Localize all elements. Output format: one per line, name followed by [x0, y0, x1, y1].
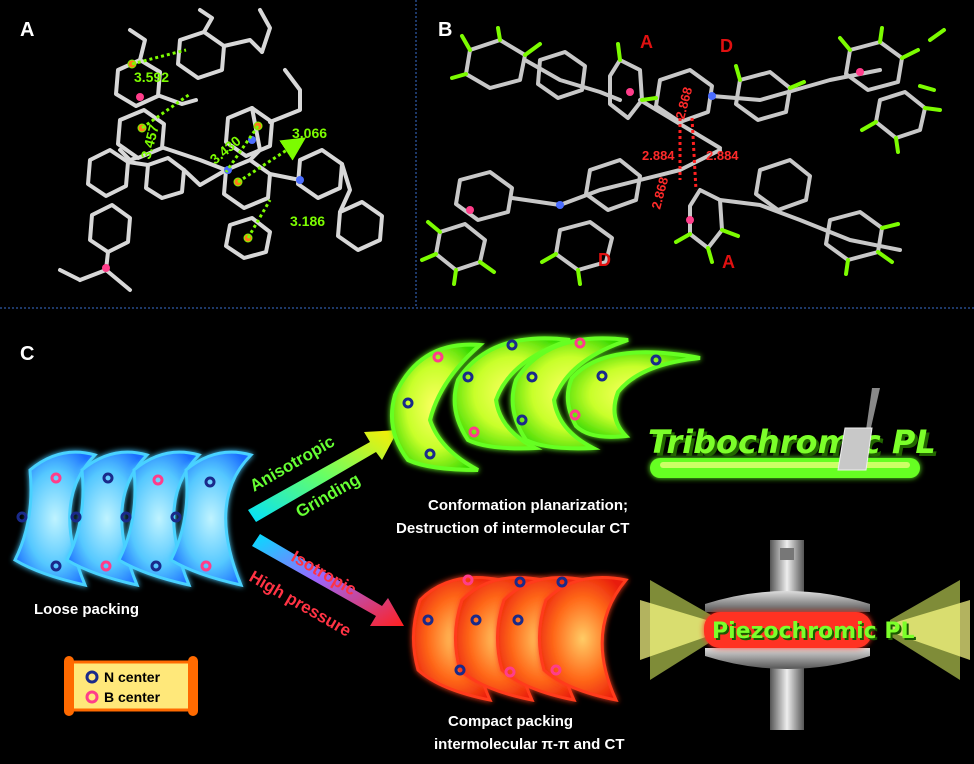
pressure-arrow	[252, 534, 404, 626]
planarization-caption-line1: Conformation planarization;	[428, 497, 628, 514]
distance-label: 2.884	[642, 148, 675, 163]
loose-packing-boomerangs	[13, 450, 254, 588]
n-center-marker-icon	[85, 670, 99, 684]
panel-a-contacts	[131, 48, 307, 239]
distance-label: 3.186	[290, 213, 325, 229]
fragment-label: A	[640, 32, 653, 52]
distance-label: 2.868	[648, 175, 671, 210]
spatula-icon	[866, 388, 880, 432]
tribochromic-graphic: Tribochromic PL Tribochromic PL	[648, 388, 939, 478]
distance-label: 2.868	[672, 85, 695, 120]
loose-packing-caption: Loose packing	[34, 601, 139, 618]
compact-caption-line2: intermolecular π-π and CT	[434, 736, 625, 753]
compact-caption-line1: Compact packing	[448, 713, 573, 730]
spatula-blade-icon	[837, 427, 873, 471]
panel-b-contacts	[678, 117, 698, 191]
panel-a-label: A	[20, 19, 34, 41]
panel-b-heteroatoms	[466, 68, 864, 224]
panel-b-label: B	[438, 19, 452, 41]
legend-b-center: B center	[104, 689, 161, 705]
piezochromic-label: Piezochromic PL	[712, 619, 914, 644]
legend-n-center: N center	[104, 669, 161, 685]
fragment-label: D	[720, 36, 733, 56]
fragment-label: A	[722, 252, 735, 272]
panel-a-heteroatoms	[102, 59, 304, 272]
scroll-rod-right-icon	[188, 656, 198, 716]
distance-label: 3.066	[292, 125, 327, 141]
distance-label: 3.592	[134, 69, 169, 85]
scroll-rod-left-icon	[64, 656, 74, 716]
fragment-label: D	[598, 250, 611, 270]
compact-packing-boomerangs	[411, 574, 629, 703]
tribochromic-label: Tribochromic PL	[648, 423, 936, 461]
planarization-caption-line2: Destruction of intermolecular CT	[396, 520, 629, 537]
panel-c-label: C	[20, 343, 34, 365]
panel-b-hydrogens	[420, 26, 946, 286]
grinding-arrow	[248, 430, 398, 522]
b-center-marker-icon	[85, 690, 99, 704]
anvil-bottom-icon	[770, 666, 804, 730]
distance-label: 2.884	[706, 148, 739, 163]
legend: N center B center	[64, 656, 198, 716]
planarized-boomerangs	[390, 336, 701, 472]
tribochromic-shadow: Tribochromic PL	[651, 426, 939, 464]
piezochromic-graphic: Piezochromic PL Piezochromic PL	[640, 540, 970, 730]
piezochromic-shadow: Piezochromic PL	[714, 621, 916, 646]
